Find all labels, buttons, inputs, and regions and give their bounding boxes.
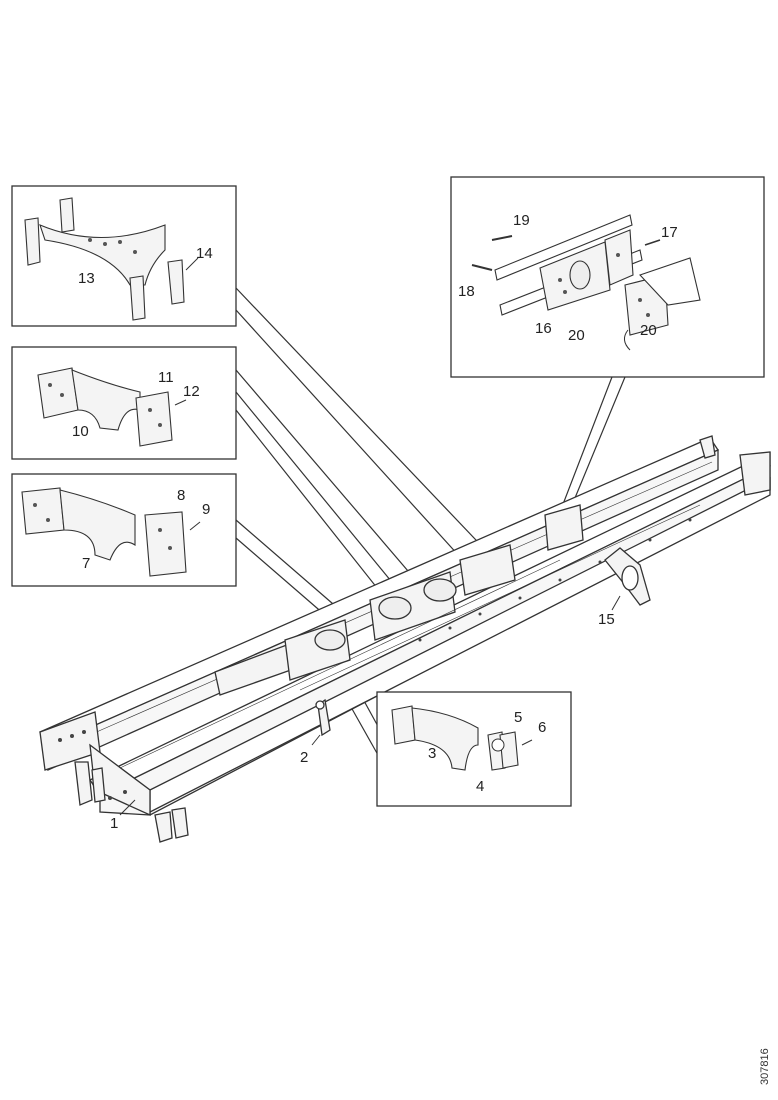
callout-13: 13 bbox=[78, 270, 95, 287]
callout-11: 11 bbox=[158, 369, 174, 386]
callout-16: 16 bbox=[535, 320, 552, 337]
callout-2: 2 bbox=[300, 749, 308, 766]
callout-20-right: 20 bbox=[640, 322, 657, 339]
callout-9: 9 bbox=[202, 501, 210, 518]
detail-box-front-crossmember: 3 4 5 6 bbox=[376, 691, 572, 807]
callout-20-left: 20 bbox=[568, 327, 585, 344]
chassis-frame bbox=[39, 435, 771, 843]
callout-12: 12 bbox=[183, 383, 200, 400]
frame-rivets bbox=[58, 518, 692, 800]
callout-8: 8 bbox=[177, 487, 185, 504]
detail-box-rear-crossmember: 19 18 16 20 17 20 bbox=[450, 176, 765, 378]
callout-10: 10 bbox=[72, 423, 89, 440]
callout-4: 4 bbox=[476, 778, 484, 795]
callout-5: 5 bbox=[514, 709, 522, 726]
callout-19: 19 bbox=[513, 212, 530, 229]
callout-17: 17 bbox=[661, 224, 678, 241]
callout-7: 7 bbox=[82, 555, 90, 572]
detail-box-crossmember-10: 10 11 12 bbox=[11, 346, 237, 460]
callout-18: 18 bbox=[458, 283, 475, 300]
callout-6: 6 bbox=[538, 719, 546, 736]
callout-14: 14 bbox=[196, 245, 213, 262]
callout-15: 15 bbox=[598, 611, 615, 628]
reference-code: 307816 bbox=[759, 1048, 771, 1085]
leader-lines bbox=[235, 287, 626, 756]
detail-box-crossmember-13: 13 14 bbox=[11, 185, 237, 327]
detail-box-crossmember-7: 7 8 9 bbox=[11, 473, 237, 587]
callout-3: 3 bbox=[428, 745, 436, 762]
callout-1: 1 bbox=[110, 815, 118, 832]
